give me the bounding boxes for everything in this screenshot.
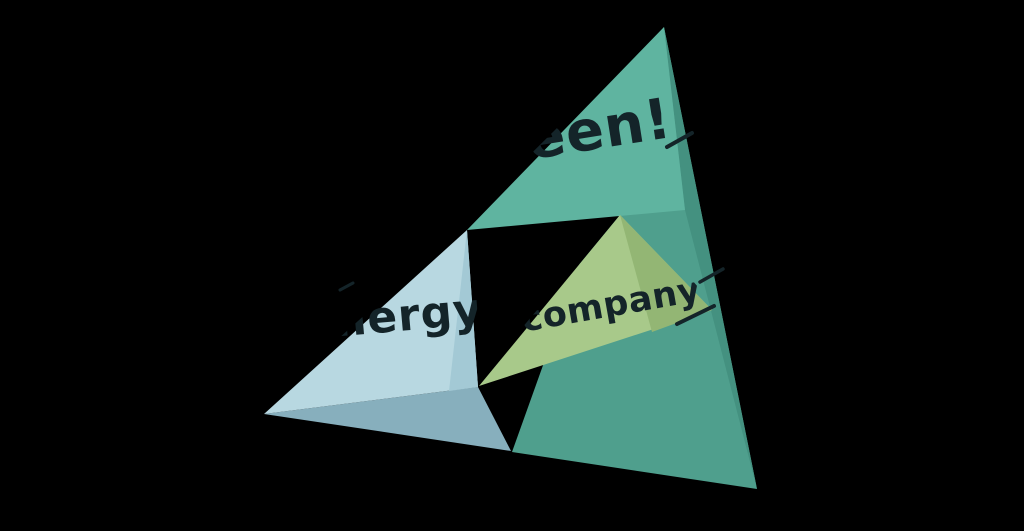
accent-dash-left bbox=[338, 281, 355, 292]
green-fold-shade bbox=[620, 215, 712, 332]
blue-fold-shade bbox=[449, 230, 478, 391]
accent-dash-right-lower bbox=[675, 304, 716, 326]
teal-front-face bbox=[467, 27, 685, 230]
blue-front-face bbox=[264, 230, 478, 414]
accent-dash-right-upper bbox=[698, 267, 725, 284]
center-hole bbox=[467, 215, 620, 386]
blue-shadow-face bbox=[264, 387, 511, 451]
teal-edge-face bbox=[664, 27, 757, 489]
accent-dash-top bbox=[665, 131, 694, 149]
